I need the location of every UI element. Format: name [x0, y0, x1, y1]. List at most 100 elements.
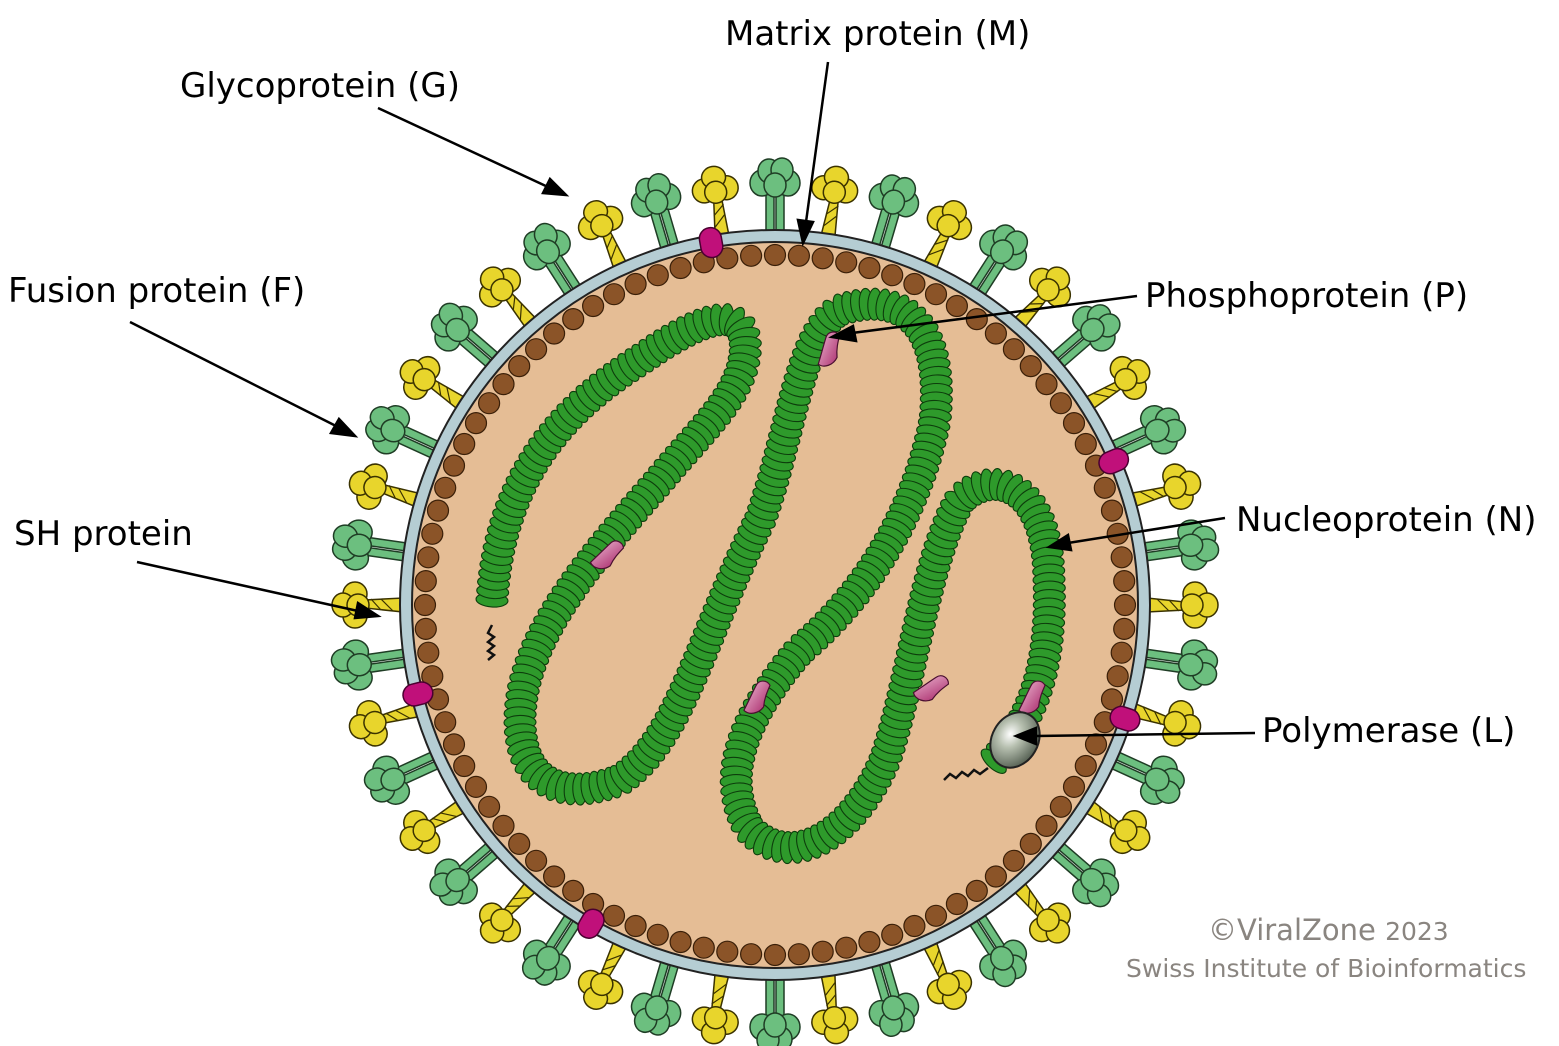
matrix-protein-bead	[434, 476, 457, 499]
matrix-protein-bead	[787, 943, 811, 966]
matrix-protein-bead	[1049, 795, 1073, 818]
matrix-protein-bead	[1002, 849, 1026, 872]
arrowhead	[353, 600, 382, 620]
matrix-protein-bead	[464, 775, 488, 799]
matrix-protein-bead	[453, 432, 476, 456]
matrix-protein-bead	[1113, 593, 1137, 617]
matrix-protein-bead	[1113, 617, 1136, 641]
matrix-protein-bead	[442, 733, 466, 756]
matrix-protein-bead	[1002, 338, 1026, 361]
matrix-protein-bead	[464, 412, 488, 435]
matrix-protein-bead	[646, 264, 669, 287]
matrix-protein-bead	[624, 914, 647, 938]
matrix-protein-bead	[924, 283, 948, 306]
matrix-protein-bead	[669, 930, 692, 954]
label-matrix-protein: Matrix protein (M)	[725, 14, 1030, 54]
matrix-protein-bead	[492, 373, 515, 396]
matrix-protein-bead	[787, 244, 811, 267]
matrix-protein-bead	[858, 930, 881, 954]
matrix-protein-bead	[562, 879, 585, 903]
matrix-protein-bead	[1110, 546, 1133, 569]
matrix-protein-bead	[542, 322, 566, 345]
matrix-protein-bead	[945, 892, 969, 916]
arrowhead	[796, 218, 815, 247]
glycoprotein-spike	[328, 632, 412, 695]
matrix-protein-bead	[881, 264, 904, 287]
matrix-protein-bead	[524, 849, 548, 872]
matrix-protein-bead	[1093, 476, 1116, 499]
fusion-protein-spike	[688, 162, 746, 241]
matrix-protein-bead	[739, 244, 763, 267]
matrix-protein-bead	[602, 904, 626, 927]
matrix-protein-bead	[669, 256, 692, 280]
matrix-protein-bead	[1074, 432, 1097, 456]
matrix-protein-bead	[417, 546, 440, 569]
matrix-protein-bead	[984, 322, 1008, 345]
matrix-protein-bead	[524, 338, 548, 361]
label-sh-protein: SH protein	[14, 514, 193, 554]
fusion-protein-spike	[331, 581, 404, 629]
glycoprotein-spike	[1138, 632, 1222, 695]
fusion-protein-spike	[1146, 581, 1219, 629]
matrix-protein-bead	[421, 665, 444, 688]
polymerase-l	[989, 711, 1041, 769]
matrix-protein-bead	[945, 294, 969, 318]
matrix-protein-bead	[1106, 665, 1129, 688]
label-phosphoprotein: Phosphoprotein (P)	[1145, 276, 1468, 316]
matrix-protein-bead	[1062, 775, 1086, 799]
matrix-protein-bead	[581, 294, 605, 318]
matrix-protein-bead	[984, 865, 1008, 888]
matrix-protein-bead	[903, 914, 926, 938]
matrix-protein-bead	[1100, 688, 1124, 711]
matrix-protein-bead	[835, 251, 858, 274]
credit-viralzone: ©ViralZone 2023	[1208, 913, 1449, 947]
nucleocapsid	[475, 287, 1066, 865]
label-glycoprotein: Glycoprotein (G)	[180, 66, 460, 106]
matrix-protein-bead	[1019, 355, 1042, 378]
matrix-protein-bead	[811, 940, 834, 963]
matrix-protein-bead	[903, 272, 926, 296]
matrix-protein-bead	[492, 814, 515, 838]
credit-institute: Swiss Institute of Bioinformatics	[1126, 954, 1526, 983]
matrix-protein-bead	[1062, 412, 1086, 435]
matrix-protein-bead	[1110, 641, 1133, 664]
matrix-protein-bead	[646, 923, 669, 946]
matrix-protein-bead	[716, 247, 739, 270]
matrix-protein-bead	[421, 522, 444, 545]
matrix-protein-bead	[478, 795, 501, 818]
matrix-protein-bead	[692, 936, 715, 959]
label-nucleoprotein: Nucleoprotein (N)	[1236, 500, 1536, 540]
matrix-protein-bead	[478, 392, 501, 415]
matrix-protein-bead	[1035, 814, 1058, 838]
matrix-protein-bead	[1074, 754, 1097, 778]
leader-lines	[129, 61, 1256, 746]
arrowhead	[1012, 726, 1038, 746]
rna-tail-right	[943, 767, 989, 781]
arrowhead	[828, 324, 858, 343]
matrix-protein-bead	[811, 247, 834, 270]
matrix-protein-bead	[965, 308, 988, 331]
glycoprotein-spike	[749, 976, 801, 1046]
matrix-protein-bead	[414, 569, 437, 593]
matrix-protein-bead	[924, 904, 948, 927]
matrix-protein-bead	[835, 936, 858, 959]
label-polymerase: Polymerase (L)	[1262, 711, 1515, 751]
matrix-protein-bead	[562, 308, 585, 331]
matrix-protein-bead	[1113, 569, 1136, 593]
label-fusion-protein: Fusion protein (F)	[8, 271, 305, 311]
matrix-protein-bead	[716, 940, 739, 963]
arrowhead	[541, 176, 570, 197]
matrix-protein-bead	[417, 641, 440, 664]
matrix-protein-bead	[858, 256, 881, 280]
matrix-protein-bead	[763, 943, 787, 967]
glycoprotein-spike	[328, 515, 412, 578]
matrix-protein-bead	[442, 454, 466, 477]
matrix-protein-bead	[414, 617, 437, 641]
matrix-protein-bead	[542, 865, 566, 888]
matrix-protein-layer	[399, 225, 1144, 967]
matrix-protein-bead	[624, 272, 647, 296]
matrix-protein-bead	[426, 499, 450, 522]
fusion-protein-spike	[804, 969, 862, 1046]
matrix-protein-bead	[763, 243, 787, 267]
